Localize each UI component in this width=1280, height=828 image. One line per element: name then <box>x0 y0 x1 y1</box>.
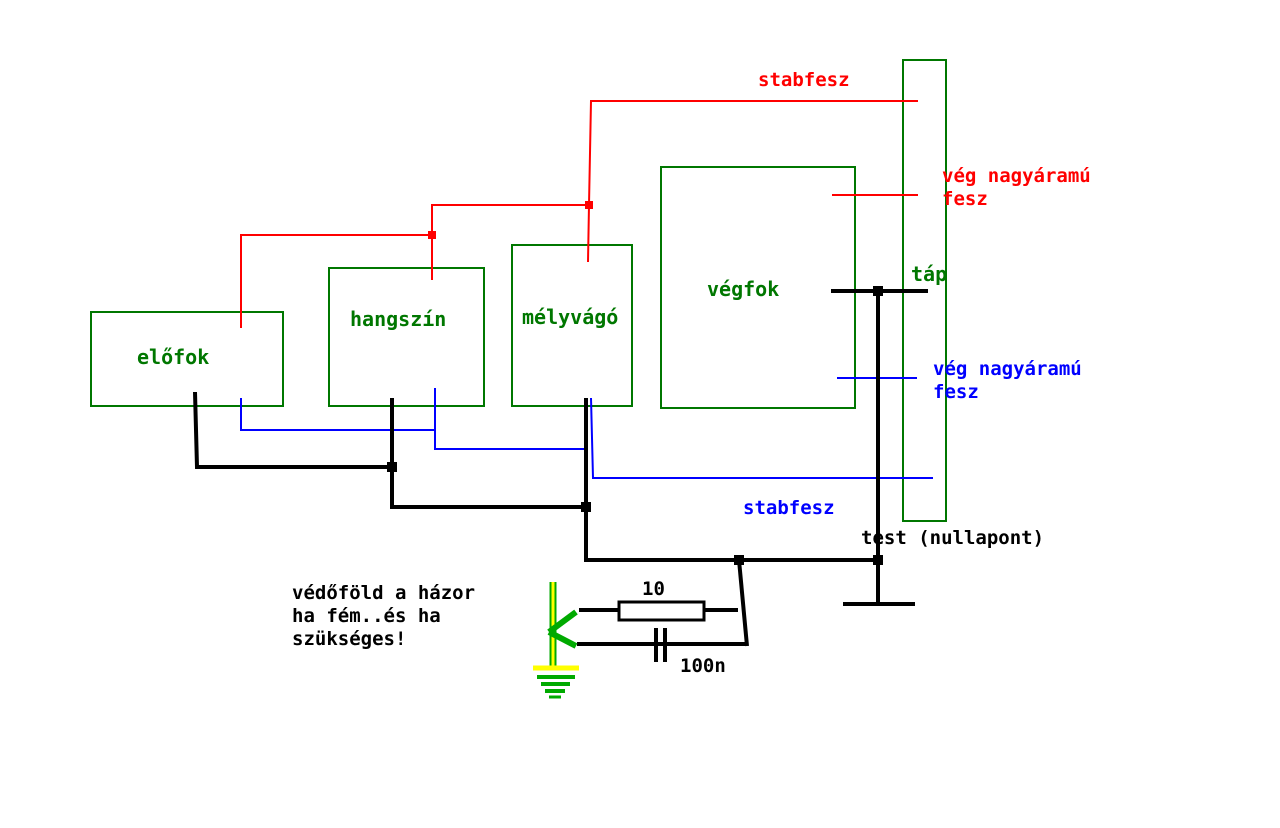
label-stab-positive: stabfesz <box>758 69 850 91</box>
label-supply: táp <box>911 262 948 286</box>
label-lowcut: mélyvágó <box>522 305 619 329</box>
block-power-amp <box>660 166 856 409</box>
stab-positive-junctions <box>428 201 593 239</box>
label-power-amp: végfok <box>707 277 780 301</box>
label-final-positive-line2: fesz <box>942 188 988 210</box>
earth-note-line2: ha fém..és ha <box>292 605 441 627</box>
ground-junctions <box>387 286 883 565</box>
earth-ground-icon <box>533 582 579 699</box>
block-lowcut <box>511 244 633 407</box>
resistor-symbol <box>617 600 706 622</box>
label-ground: test (nullapont) <box>861 527 1045 549</box>
earth-note-line1: védőföld a házor <box>292 582 476 604</box>
capacitor-symbol <box>654 628 667 662</box>
label-final-negative-line2: fesz <box>933 381 979 403</box>
earth-note-line3: szükséges! <box>292 628 407 650</box>
label-final-negative-line1: vég nagyáramú <box>933 358 1082 380</box>
stab-positive-wires <box>240 100 918 328</box>
label-preamp: előfok <box>137 345 210 369</box>
label-stab-negative: stabfesz <box>743 497 835 519</box>
label-tone: hangszín <box>350 307 447 331</box>
block-tone <box>328 267 485 407</box>
label-final-positive-line1: vég nagyáramú <box>942 165 1091 187</box>
label-resistor: 10 <box>642 578 665 600</box>
block-preamp <box>90 311 284 407</box>
label-capacitor: 100n <box>680 655 726 677</box>
